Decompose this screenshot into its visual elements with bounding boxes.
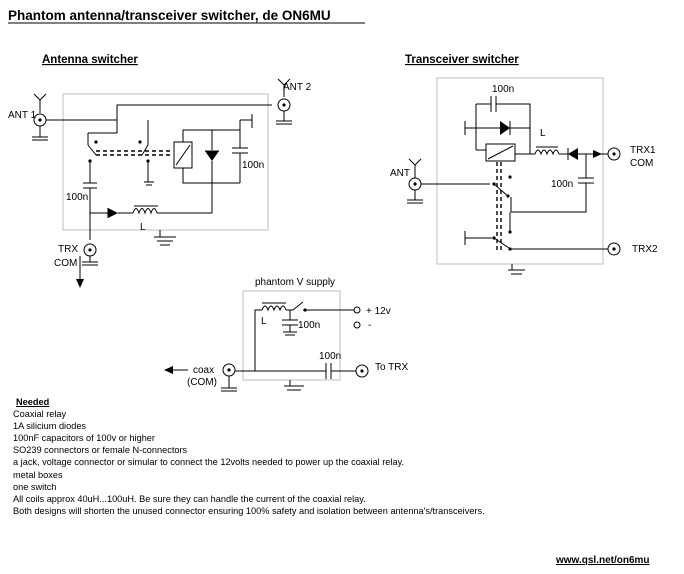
antenna-icon	[408, 158, 422, 178]
ground-symbol	[240, 114, 253, 128]
trx1-connector	[607, 147, 621, 161]
page-title: Phantom antenna/transceiver switcher, de…	[8, 8, 331, 23]
needed-item: 1A silicium diodes	[13, 421, 87, 432]
plus-label: + 12v	[366, 306, 391, 317]
power-switch	[292, 301, 354, 312]
minus-label: -	[368, 320, 371, 331]
diode	[559, 148, 578, 160]
transceiver-switcher-enclosure	[436, 77, 604, 265]
needed-item: All coils approx 40uH...100uH. Be sure t…	[13, 493, 366, 504]
relay-coil	[485, 143, 516, 162]
phantom-supply: phantom V supply L 100n + 12v	[164, 277, 408, 392]
cap-label: 100n	[492, 84, 514, 95]
minus-terminal	[353, 321, 361, 329]
transceiver-switcher: Transceiver switcher 100n	[390, 54, 658, 275]
to-trx-label: To TRX	[375, 362, 408, 373]
trx2-label: TRX2	[632, 244, 658, 255]
ant1-label: ANT 1	[8, 110, 37, 121]
ground-symbol	[154, 230, 176, 246]
trx2-connector	[607, 242, 621, 256]
needed-list: Needed Coaxial relay 1A silicium diodes …	[13, 396, 613, 517]
coil	[261, 302, 287, 312]
cap-label: 100n	[242, 160, 264, 171]
cap-label: 100n	[319, 351, 341, 362]
phantom-supply-enclosure	[242, 290, 341, 381]
cap-label: 100n	[298, 320, 320, 331]
trx1-label: TRX1	[630, 145, 656, 156]
ground-symbol	[284, 380, 304, 391]
ant-label: ANT	[390, 168, 410, 179]
capacitor	[282, 310, 298, 336]
ant-connector	[408, 177, 422, 191]
coil-label: L	[540, 128, 546, 139]
relay-contact-switch	[492, 175, 512, 212]
antenna-icon	[277, 78, 291, 97]
ground-symbol	[82, 256, 98, 266]
relay-contact-switch	[87, 120, 118, 183]
ground-symbol	[464, 121, 476, 135]
cap-label: 100n	[66, 192, 88, 203]
needed-item: SO239 connectors or female N-connectors	[13, 445, 188, 456]
com-label: COM	[630, 158, 653, 169]
needed-item: metal boxes	[13, 469, 63, 480]
antenna-switcher: Antenna switcher ANT 1 ANT 2	[8, 54, 312, 288]
capacitor	[232, 130, 248, 183]
ground-symbol	[276, 111, 292, 125]
phantom-supply-heading: phantom V supply	[255, 277, 335, 288]
capacitor	[83, 182, 97, 240]
plus-terminal	[353, 306, 361, 314]
needed-item: Coaxial relay	[13, 409, 67, 420]
coil-label: L	[140, 222, 146, 233]
diode	[205, 130, 219, 213]
ground-symbol	[407, 190, 423, 204]
diode	[107, 208, 133, 218]
website-link[interactable]: www.qsl.net/on6mu	[556, 555, 650, 566]
capacitor	[511, 154, 594, 213]
antenna-switcher-heading: Antenna switcher	[42, 54, 138, 66]
ground-symbol	[508, 264, 525, 275]
relay-contact-switch	[138, 120, 154, 186]
capacitor	[325, 363, 332, 379]
cap-label: 100n	[551, 179, 573, 190]
antenna-switcher-enclosure	[62, 93, 269, 231]
coax-connector	[222, 363, 236, 377]
ground-symbol	[32, 126, 48, 141]
ground-symbol	[464, 231, 476, 245]
needed-item: Both designs will shorten the unused con…	[13, 505, 485, 516]
trx-label: TRX	[58, 244, 78, 255]
relay-contact-switch	[476, 212, 608, 251]
com-label: COM	[54, 258, 77, 269]
to-trx-connector	[355, 364, 369, 378]
coax-com-label: (COM)	[187, 377, 217, 388]
antenna-icon	[33, 93, 47, 113]
relay-coil	[173, 141, 193, 169]
ant2-connector	[277, 98, 291, 112]
coax-label: coax	[193, 365, 214, 376]
coil-label: L	[261, 316, 267, 327]
coil	[534, 146, 560, 156]
needed-item: one switch	[13, 481, 57, 492]
ground-symbol	[221, 376, 237, 392]
needed-item: a jack, voltage connector or simular to …	[13, 457, 405, 468]
needed-item: 100nF capacitors of 100v or higher	[13, 433, 155, 444]
capacitor	[490, 96, 497, 112]
trx-connector	[83, 243, 97, 257]
transceiver-switcher-heading: Transceiver switcher	[405, 54, 519, 66]
coil	[132, 205, 212, 215]
needed-heading: Needed	[16, 397, 50, 407]
ant2-label: ANT 2	[283, 82, 312, 93]
diode	[500, 121, 511, 135]
